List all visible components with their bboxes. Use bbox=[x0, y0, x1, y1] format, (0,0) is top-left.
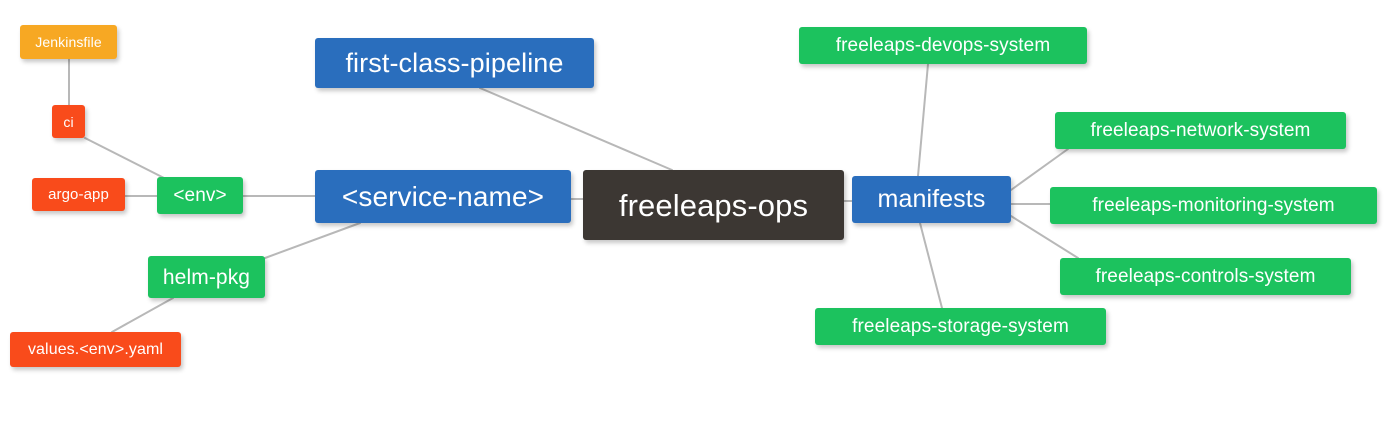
node-first-class-pipeline[interactable]: first-class-pipeline bbox=[315, 38, 594, 88]
edge-first-class-pipeline-to-freeleaps-ops bbox=[479, 87, 673, 171]
node-helm-pkg[interactable]: helm-pkg bbox=[148, 256, 265, 298]
edge-ci-to-env bbox=[84, 137, 169, 181]
edge-service-name-to-helm-pkg bbox=[264, 222, 361, 259]
edge-storage-system-to-manifests bbox=[919, 222, 943, 309]
node-controls-system[interactable]: freeleaps-controls-system bbox=[1060, 258, 1351, 295]
node-jenkinsfile[interactable]: Jenkinsfile bbox=[20, 25, 117, 59]
node-freeleaps-ops[interactable]: freeleaps-ops bbox=[583, 170, 844, 240]
node-monitoring-system[interactable]: freeleaps-monitoring-system bbox=[1050, 187, 1377, 224]
node-network-system[interactable]: freeleaps-network-system bbox=[1055, 112, 1346, 149]
node-ci[interactable]: ci bbox=[52, 105, 85, 138]
node-manifests[interactable]: manifests bbox=[852, 176, 1011, 223]
node-storage-system[interactable]: freeleaps-storage-system bbox=[815, 308, 1106, 345]
node-argo-app[interactable]: argo-app bbox=[32, 178, 125, 211]
edge-helm-pkg-to-values-yaml bbox=[111, 297, 174, 333]
node-env[interactable]: <env> bbox=[157, 177, 243, 214]
node-devops-system[interactable]: freeleaps-devops-system bbox=[799, 27, 1087, 64]
node-values-yaml[interactable]: values.<env>.yaml bbox=[10, 332, 181, 367]
edge-devops-system-to-manifests bbox=[917, 63, 929, 177]
edge-network-system-to-manifests bbox=[1010, 148, 1069, 191]
node-service-name[interactable]: <service-name> bbox=[315, 170, 571, 223]
